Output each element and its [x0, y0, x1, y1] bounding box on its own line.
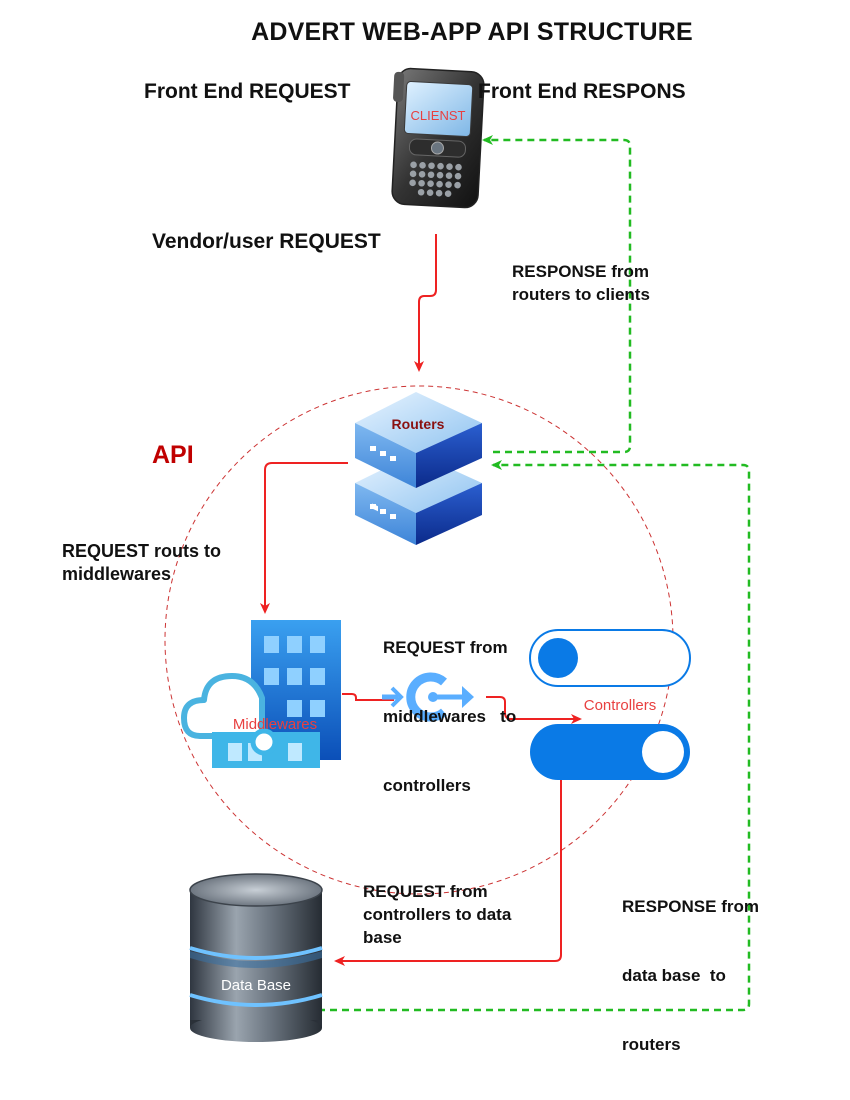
arrow-middlewares-to-connector — [342, 693, 394, 701]
connector-icon — [382, 672, 474, 722]
arrow-connector-to-controllers — [486, 696, 582, 724]
request-controllers-db-label: REQUEST from controllers to data base — [363, 882, 512, 947]
front-end-request-label: Front End REQUEST — [144, 80, 351, 103]
diagram-title: ADVERT WEB-APP API STRUCTURE — [251, 18, 693, 46]
toggle-on-icon — [530, 724, 690, 780]
database-icon — [189, 873, 323, 1042]
request-routs-middlewares-label: REQUEST routs to middlewares — [62, 541, 222, 584]
arrow-controllers-to-database — [334, 772, 562, 966]
client-label: CLIENST — [411, 108, 466, 123]
database-label: Data Base — [221, 977, 291, 994]
front-end-response-label: Front End RESPONS — [478, 80, 686, 103]
api-label: API — [152, 441, 194, 469]
response-db-routers-label: RESPONSE from data base to routers — [622, 897, 759, 1054]
arrow-routers-to-middlewares — [260, 462, 348, 614]
router-server-icon — [355, 392, 482, 545]
request-middlewares-controllers-label: REQUEST from middlewares to controllers — [383, 638, 517, 795]
middlewares-icon — [181, 620, 341, 768]
arrow-routers-to-client — [482, 135, 632, 454]
routers-label: Routers — [392, 416, 445, 432]
middlewares-label: Middlewares — [233, 716, 317, 733]
vendor-request-label: Vendor/user REQUEST — [152, 230, 381, 253]
toggle-off-icon — [529, 629, 691, 687]
phone-icon — [391, 67, 485, 209]
controllers-label: Controllers — [584, 697, 657, 714]
arrow-client-to-routers — [414, 234, 437, 372]
response-routers-clients-label: RESPONSE from routers to clients — [512, 262, 650, 304]
arrow-database-to-routers — [318, 460, 751, 1012]
